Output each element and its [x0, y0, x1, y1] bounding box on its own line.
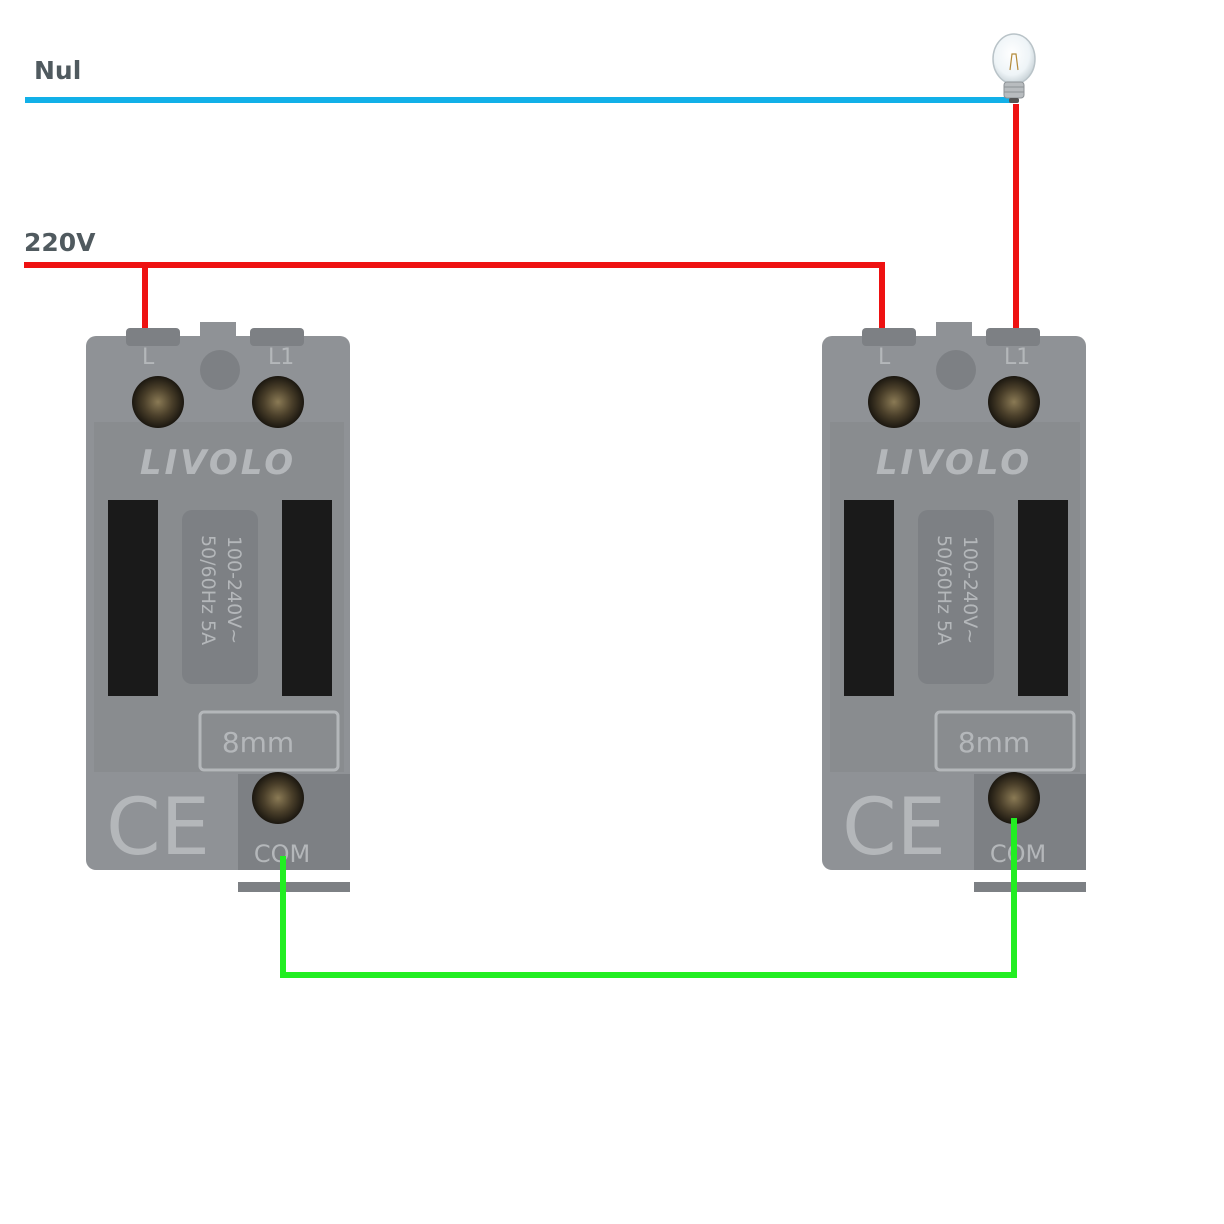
strip-length: 8mm — [222, 726, 294, 759]
screw-l1 — [988, 376, 1040, 428]
ce-mark: CE — [842, 783, 946, 873]
screw-com — [252, 772, 304, 824]
strip-length: 8mm — [958, 726, 1030, 759]
com-traveler-wire — [280, 818, 1017, 978]
rating-line-1: 100-240V~ — [959, 536, 981, 644]
terminal-l-label: L — [142, 345, 155, 370]
screw-l — [868, 376, 920, 428]
switch-right: L L1 LIVOLO 100-240V~ 50/60Hz 5A 8mm COM… — [820, 320, 1088, 894]
screw-com — [988, 772, 1040, 824]
terminal-com-label: COM — [990, 840, 1046, 868]
screw-l — [132, 376, 184, 428]
rating-line-2: 50/60Hz 5A — [933, 535, 955, 645]
terminal-l1-label: L1 — [268, 345, 294, 370]
live-label: 220V — [24, 228, 96, 257]
rating-line-1: 100-240V~ — [223, 536, 245, 644]
neutral-label: Nul — [34, 56, 82, 85]
rating-line-2: 50/60Hz 5A — [197, 535, 219, 645]
terminal-l-label: L — [878, 345, 891, 370]
brand-logo: LIVOLO — [876, 443, 1032, 483]
switch-left: L L1 LIVOLO 100-240V~ 50/60Hz 5A 8mm COM… — [84, 320, 352, 894]
brand-logo: LIVOLO — [140, 443, 296, 483]
light-bulb-icon — [992, 33, 1036, 103]
terminal-l1-label: L1 — [1004, 345, 1030, 370]
ce-mark: CE — [106, 783, 210, 873]
screw-l1 — [252, 376, 304, 428]
